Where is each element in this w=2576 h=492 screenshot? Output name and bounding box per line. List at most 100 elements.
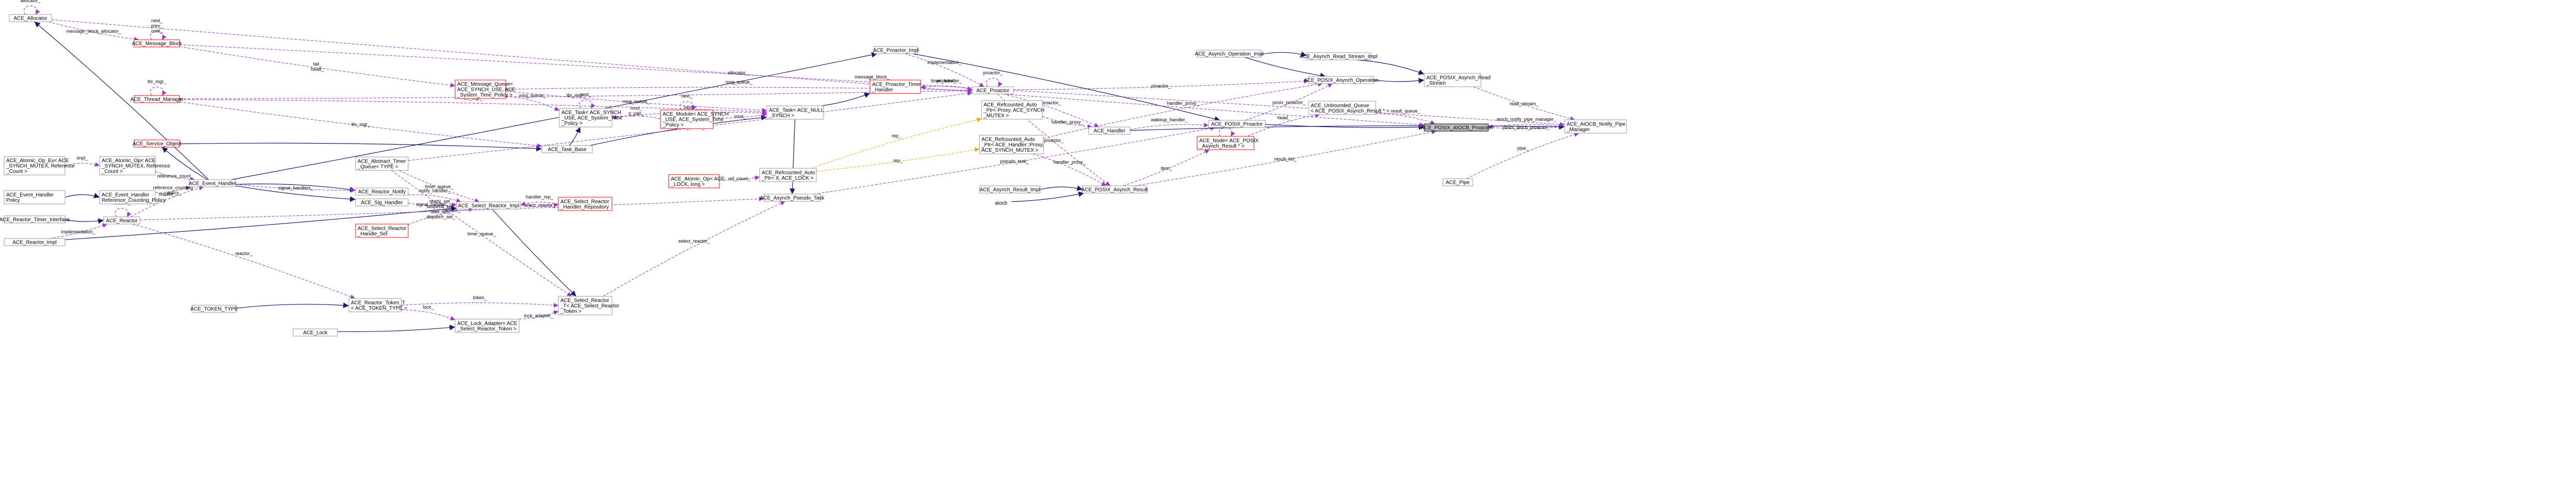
class-box [355,198,409,207]
class-box [4,215,66,224]
class-node-reactor-timer-iface[interactable]: ACE_Reactor_Timer_Interface [0,215,70,224]
class-node-reactor[interactable]: ACE_Reactor [103,216,140,225]
class-node-abstract-timer-queue[interactable]: ACE_Abstract_Timer_Queue< TYPE > [355,156,409,171]
edge-label: reactor_ [443,207,461,212]
class-node-proactor-impl[interactable]: ACE_Proactor_Impl [873,46,919,54]
edge-label: timer_handler_ [931,78,962,84]
class-node-module-synch[interactable]: ACE_Module< ACE_SYNCH_USE, ACE_System_Ti… [660,109,729,129]
edge-label: mod_ [734,114,747,119]
edge-atomic-op-ref-to-event-handler: reference_count_ [155,171,196,182]
class-node-select-reactor-impl[interactable]: ACE_Select_Reactor_Impl [456,201,521,210]
edge-label: implementation_ [927,60,962,65]
class-box [1088,126,1131,135]
class-name-line: ACE_Proactor_Timer [872,82,921,87]
class-box [1424,73,1482,87]
edge-line [231,52,878,180]
class-box [870,80,921,94]
edge-select-reactor-t-to-asynch-pseudo-task: select_reactor_ [603,201,785,297]
class-node-atomic-op-ex[interactable]: ACE_Atomic_Op_Ex< ACE_SYNCH_MUTEX, Refer… [4,156,75,176]
class-node-task-synch-use[interactable]: ACE_Task< ACE_SYNCH_USE, ACE_System_Time… [559,108,622,128]
class-name-line: _Select_Reactor_Token > [457,326,517,332]
class-node-node-posix-result[interactable]: ACE_Node< ACE_POSIX_Asynch_Result * > [1197,136,1259,150]
edge-allocator-to-posix-aiocb-proactor: allocator_ [51,19,1425,128]
class-box [759,168,817,182]
edge-allocator-to-message-block: message_block_allocator_ [48,21,139,42]
edge-label: token_ [473,295,487,300]
class-name-line: _Count > [101,169,123,174]
class-node-event-handler[interactable]: ACE_Event_Handler [189,179,237,187]
class-node-pipe[interactable]: ACE_Pipe [1442,178,1473,186]
class-node-task-base[interactable]: ACE_Task_Base [541,145,593,153]
class-node-select-reactor-t[interactable]: ACE_Select_Reactor_T< ACE_Select_Reactor… [558,296,620,315]
class-node-reactor-impl[interactable]: ACE_Reactor_Impl [4,238,66,246]
class-node-lock[interactable]: ACE_Lock [293,328,338,337]
edge-label: dispatch_set_ [426,214,456,219]
class-node-message-queue[interactable]: ACE_Message_Queue<ACE_SYNCH_USE, ACE_Sys… [455,80,516,99]
class-node-token-type[interactable]: ACE_TOKEN_TYPE [190,305,238,313]
class-node-event-handler-rcp[interactable]: ACE_Event_HandlerReference_Counting_Poli… [99,190,166,204]
edge-event-handler-to-proactor-impl [231,52,878,180]
edge-line [401,309,456,321]
class-node-reactor-token-t[interactable]: ACE_Reactor_Token_T< ACE_TOKEN_TYPE > [348,298,407,312]
class-name-line: Policy [6,198,20,203]
class-node-posix-asynch-operation[interactable]: ACE_POSIX_Asynch_Operation [1304,76,1379,84]
class-node-select-reactor-handler-repo[interactable]: ACE_Select_Reactor_Handler_Repository [558,197,613,211]
class-node-thread-manager[interactable]: ACE_Thread_Manager [131,95,184,103]
class-node-select-reactor-handle-set[interactable]: ACE_Select_Reactor_Handle_Set [355,224,409,238]
class-node-message-block[interactable]: ACE_Message_Block [132,39,183,47]
edge-label: proactor_ [1151,83,1171,88]
class-node-handler[interactable]: ACE_Handler [1088,126,1131,135]
edge-label: msg_queue_ [726,80,753,85]
class-node-reactor-notify[interactable]: ACE_Reactor_Notify [355,187,409,196]
edge-label: mod_ [631,106,643,111]
edge-line [680,101,697,110]
class-box [134,39,180,47]
class-node-refcounted-lock[interactable]: ACE_Refcounted_Auto_Ptr< X, ACE_LOCK > [759,168,817,182]
class-node-posix-read-stream[interactable]: ACE_POSIX_Asynch_Read_Stream [1424,73,1491,87]
class-box [1308,76,1374,84]
class-node-aiocb-notify-pipe-manager[interactable]: ACE_AIOCB_Notify_Pipe_Manager [1564,119,1627,134]
class-node-posix-proactor[interactable]: ACE_POSIX_Proactor [1208,120,1266,128]
class-node-posix-aiocb-proactor[interactable]: ACE_POSIX_AIOCB_Proactor [1421,123,1492,132]
edge-line [569,126,581,146]
edge-event-handler-policy-to-event-handler-rcp [65,193,100,199]
class-name-line: _Ptr< X, ACE_LOCK > [761,176,814,181]
edge-line [1261,51,1307,57]
class-node-atomic-op-ref[interactable]: ACE_Atomic_Op< ACE_SYNCH_MUTEX, Referenc… [99,156,170,176]
edge-label: msg_queue_ [623,99,650,104]
class-node-proactor-timer-handler[interactable]: ACE_Proactor_Timer_Handler [870,80,921,94]
class-node-aiocb[interactable]: aiocb [991,199,1011,207]
class-node-asynch-operation-impl[interactable]: ACE_Asynch_Operation_Impl [1195,50,1264,58]
class-node-asynch-result-impl[interactable]: ACE_Asynch_Result_Impl [979,185,1041,194]
class-node-refcounted-proxy[interactable]: ACE_Refcounted_Auto_Ptr< Proxy, ACE_SYNC… [981,100,1044,120]
edge-task-null-synch-to-proactor-timer-handler [821,92,871,106]
class-name-line: ACE_Task_Base [548,147,586,153]
class-node-asynch-read-stream-impl[interactable]: ACE_Asynch_Read_Stream_Impl [1300,52,1378,60]
edge-thread-manager-to-task-base: thr_mgr_ [179,101,542,148]
class-node-refcounted-handler-proxy[interactable]: ACE_Refcounted_Auto_Ptr< ACE_Handler::Pr… [979,135,1044,154]
class-node-allocator[interactable]: ACE_Allocator [9,14,52,22]
edge-task-synch-use-to-task-null-synch: next_ [611,105,767,118]
edge-label: handler_rep_ [526,194,554,199]
class-name-line: ACE_Reactor_Notify [358,189,406,195]
class-name-line: ACE_Proactor [976,88,1010,94]
class-node-posix-asynch-result[interactable]: ACE_POSIX_Asynch_Result [1082,185,1148,194]
edge-label: thr_mgr_ [351,122,371,127]
class-node-asynch-pseudo-task[interactable]: ACE_Asynch_Pseudo_Task [760,194,825,202]
class-box [874,46,918,54]
class-node-proactor[interactable]: ACE_Proactor [972,86,1014,94]
class-node-sig-handler[interactable]: ACE_Sig_Handler [355,198,409,207]
class-node-unbounded-queue[interactable]: ACE_Unbounded_Queue< ACE_POSIX_Asynch_Re… [1308,101,1389,115]
edge-line [1244,57,1326,78]
class-node-atomic-op-lock-long[interactable]: ACE_Atomic_Op< ACE_LOCK, long > [668,174,725,188]
edge-line [814,126,1215,195]
class-node-service-object[interactable]: ACE_Service_Object [133,139,181,148]
edge-line [505,96,560,111]
edge-label: ref_count_ [729,176,751,181]
edge-line [139,196,764,220]
edge-label: notify_handler_ [418,188,451,193]
class-node-lock-adapter[interactable]: ACE_Lock_Adapter< ACE_Select_Reactor_Tok… [455,319,520,333]
class-node-task-null-synch[interactable]: ACE_Task< ACE_NULL_SYNCH > [766,105,824,120]
edge-line [65,162,100,167]
